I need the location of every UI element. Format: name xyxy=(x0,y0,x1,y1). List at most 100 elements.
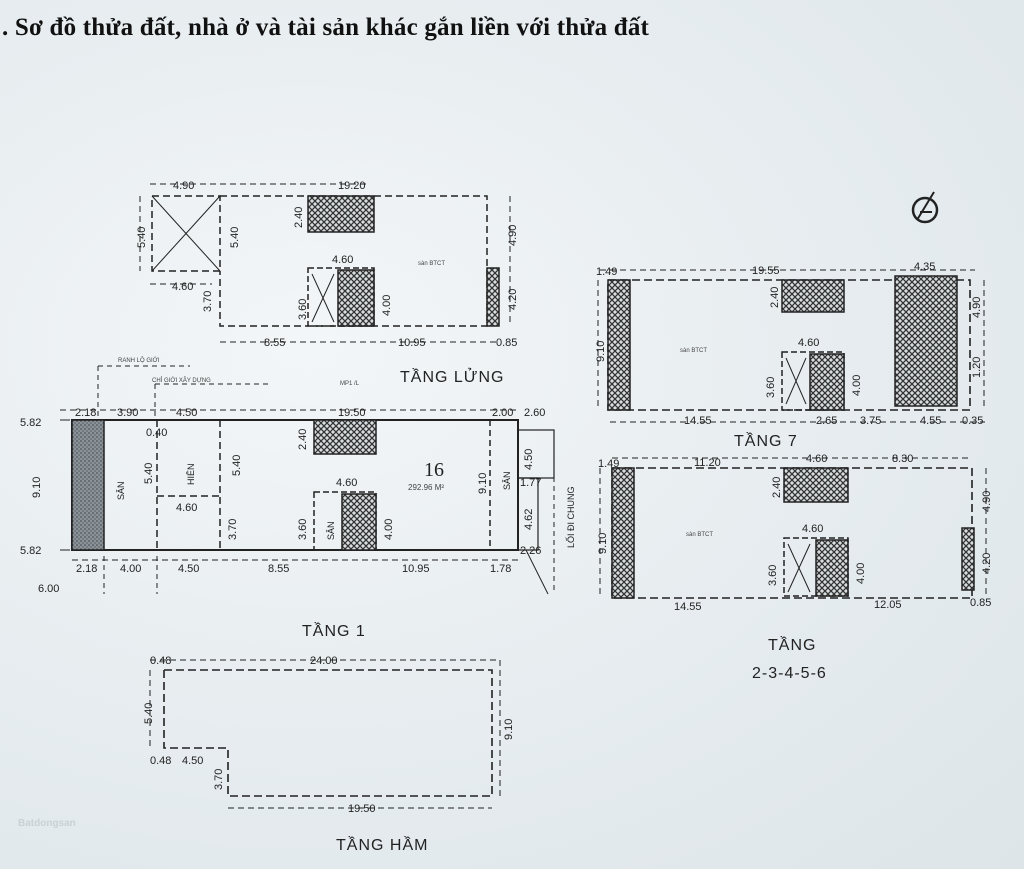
dim: 1.49 xyxy=(598,458,619,470)
dim: 2.65 xyxy=(816,415,837,427)
dim: 4.90 xyxy=(981,491,993,512)
boundary-wall xyxy=(71,419,105,551)
floor-label: TẦNG 1 xyxy=(302,621,366,640)
dim: 4.50 xyxy=(523,449,535,470)
dim: 4.60 xyxy=(798,337,819,349)
dim: 4.20 xyxy=(507,289,519,310)
dim: 0.35 xyxy=(962,415,983,427)
dim: 4.50 xyxy=(182,755,203,767)
dim: 3.60 xyxy=(765,377,777,398)
page-title: . Sơ đồ thửa đất, nhà ở và tài sản khác … xyxy=(2,14,650,41)
dim: 0.48 xyxy=(150,655,171,667)
yard-text: SÂN xyxy=(116,481,126,500)
dim: 5.82 xyxy=(20,417,41,429)
dim: 14.55 xyxy=(674,601,702,613)
dim: 4.60 xyxy=(176,502,197,514)
dim: 3.75 xyxy=(860,415,881,427)
tang1-dimensions: 2.18 3.90 4.50 19.50 2.00 2.60 5.82 9.10… xyxy=(20,357,576,640)
slab-note: sàn BTCT xyxy=(418,261,445,267)
floor-tang-ham xyxy=(149,659,501,809)
dim: 2.26 xyxy=(520,545,541,557)
dim: 4.62 xyxy=(523,509,535,530)
dim: 5.40 xyxy=(143,703,155,724)
stair-hatch xyxy=(307,195,375,233)
dim: 0.40 xyxy=(146,427,167,439)
dim: 2.00 xyxy=(492,407,513,419)
dim: 4.90 xyxy=(507,225,519,246)
dim: 3.70 xyxy=(213,769,225,790)
dim: 24.00 xyxy=(310,655,338,667)
dim: 4.55 xyxy=(920,415,941,427)
floor-label: TẦNG LỬNG xyxy=(400,367,504,386)
dim: 2.60 xyxy=(524,407,545,419)
slab-note: sàn BTCT xyxy=(686,532,713,538)
floor-tang-lung xyxy=(139,183,511,343)
dim: 19.50 xyxy=(348,803,376,815)
dim: 8.55 xyxy=(268,563,289,575)
watermark: Batdongsan xyxy=(18,818,76,829)
dim: 4.20 xyxy=(981,553,993,574)
porch-text: HIÊN xyxy=(186,463,196,485)
dim: 0.85 xyxy=(970,597,991,609)
dim: 1.77 xyxy=(520,477,541,489)
dim: 3.70 xyxy=(202,291,214,312)
dim: 9.10 xyxy=(31,477,43,498)
dim: 9.10 xyxy=(477,473,489,494)
yard-text: SÂN xyxy=(326,521,336,540)
dim: 19.55 xyxy=(752,265,780,277)
dim: 2.40 xyxy=(293,207,305,228)
mp-text: MP1 /L xyxy=(340,381,360,387)
dim: 4.60 xyxy=(806,453,827,465)
common-path-text: LỐI ĐI CHUNG xyxy=(565,486,576,548)
dim: 6.00 xyxy=(38,583,59,595)
void-box xyxy=(151,195,221,272)
yard-text: SÂN xyxy=(502,471,512,490)
dim: 4.00 xyxy=(383,519,395,540)
dim: 3.60 xyxy=(767,565,779,586)
dim: 10.95 xyxy=(402,563,430,575)
dim: 4.00 xyxy=(851,375,863,396)
dim: 0.48 xyxy=(150,755,171,767)
dim: 8.55 xyxy=(264,337,285,349)
dim: 4.35 xyxy=(914,261,935,273)
dim: 3.70 xyxy=(227,519,239,540)
dim: 11.20 xyxy=(694,457,721,469)
dim: 2.40 xyxy=(771,477,783,498)
slab-note: sàn BTCT xyxy=(680,348,707,354)
ham-dimensions: 0.48 24.00 5.40 9.10 0.48 4.50 3.70 19.5… xyxy=(143,655,515,854)
dim: 8.30 xyxy=(892,453,913,465)
dim: 9.10 xyxy=(595,341,607,362)
floor-label: TẦNG 7 xyxy=(734,431,798,450)
dim: 14.55 xyxy=(684,415,712,427)
dim: 9.10 xyxy=(503,719,515,740)
dim: 4.60 xyxy=(336,477,357,489)
dim: 5.82 xyxy=(20,545,41,557)
dim: 4.90 xyxy=(971,297,983,318)
dim: 3.60 xyxy=(297,299,309,320)
dim: 4.50 xyxy=(176,407,197,419)
floor-tang-7 xyxy=(597,269,985,423)
north-arrow-icon xyxy=(911,191,939,224)
dim: 4.00 xyxy=(120,563,141,575)
dim: 5.40 xyxy=(229,227,241,248)
dim: 4.00 xyxy=(855,563,867,584)
floor-tang-1 xyxy=(60,365,555,595)
dim: 12.05 xyxy=(874,599,902,611)
dim: 3.90 xyxy=(117,407,138,419)
dim: 19.50 xyxy=(338,407,366,419)
dim: 4.60 xyxy=(802,523,823,535)
dim: 4.50 xyxy=(178,563,199,575)
dim: 2.18 xyxy=(76,563,97,575)
floor-label: TẦNG xyxy=(768,635,816,654)
dim: 1.20 xyxy=(971,357,983,378)
dim: 3.60 xyxy=(297,519,309,540)
dim: 9.10 xyxy=(597,533,609,554)
lot-number: 16 xyxy=(424,459,444,481)
floor-tang-2-6 xyxy=(599,457,987,599)
dim: 19.20 xyxy=(338,180,366,192)
floor-sublabel: 2-3-4-5-6 xyxy=(752,665,827,682)
build-line-text: CHỈ GIỚI XÂY DỰNG xyxy=(152,377,211,384)
dim: 4.90 xyxy=(173,180,194,192)
